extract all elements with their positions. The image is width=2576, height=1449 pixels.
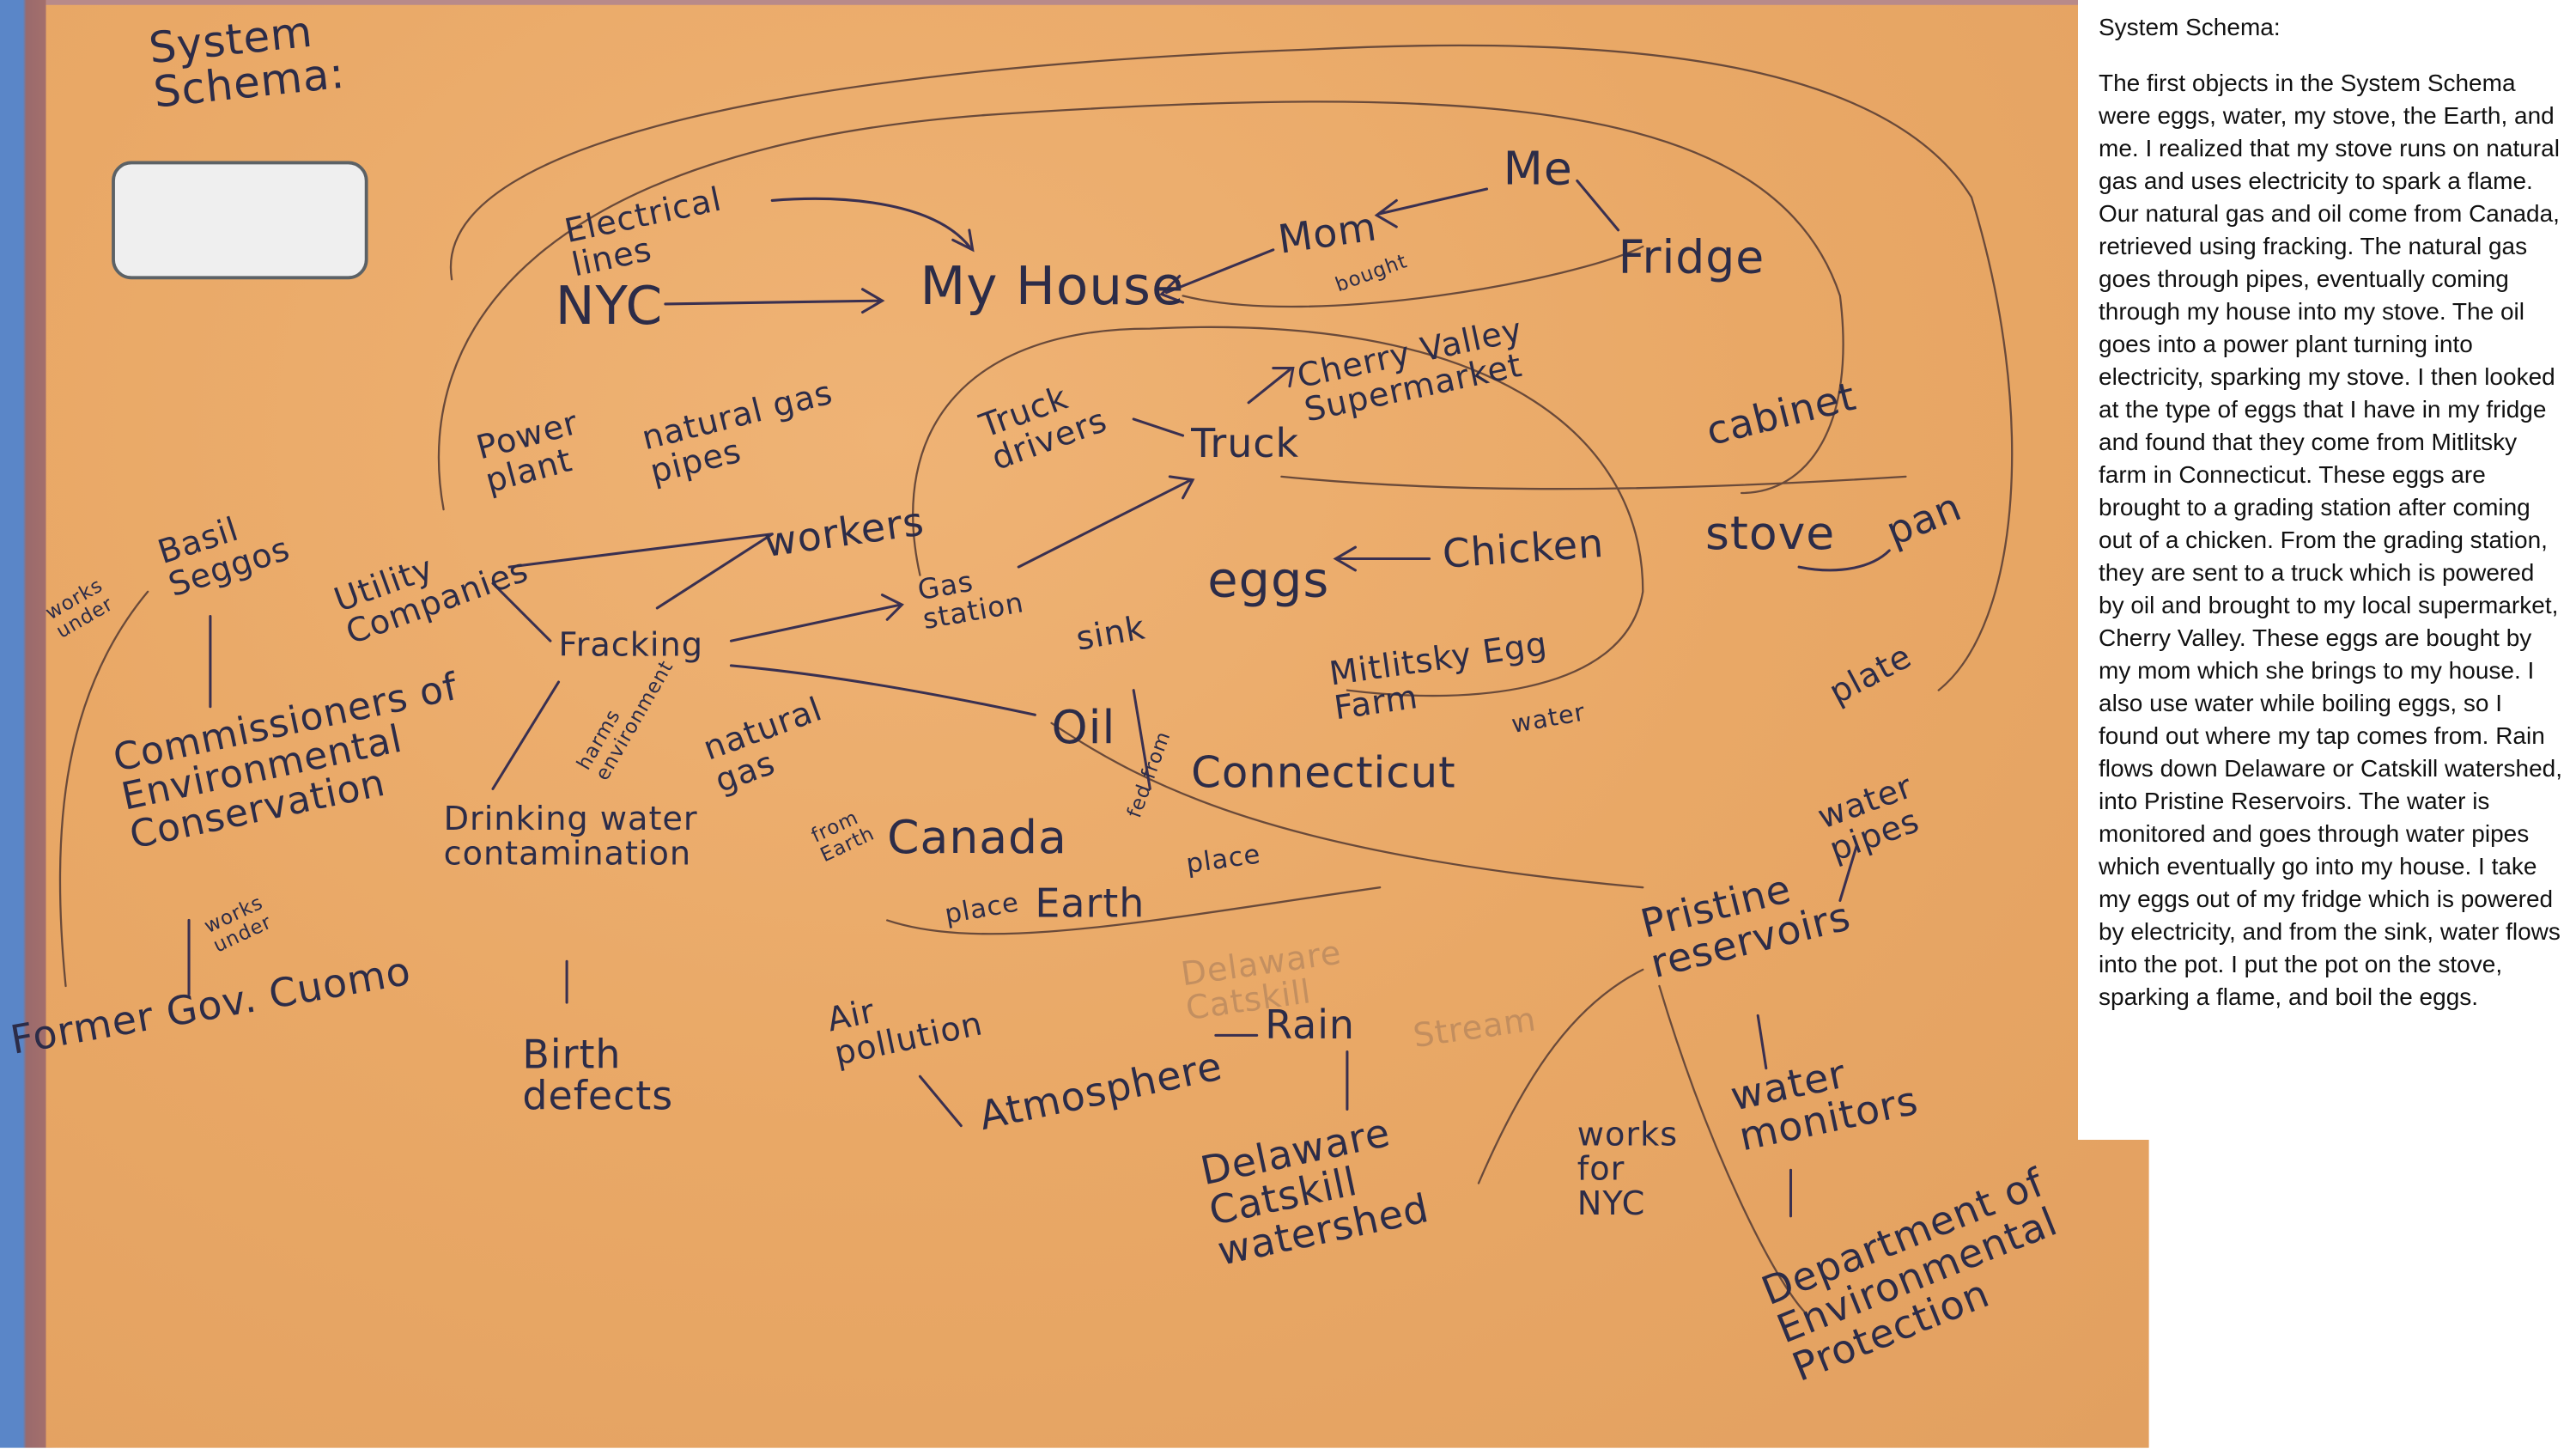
arrow-pipes	[507, 533, 774, 569]
description-panel: System Schema: The first objects in the …	[2078, 0, 2576, 1140]
loop-6	[1050, 721, 1644, 889]
loop-3	[912, 326, 1644, 697]
arrow-fracking-utility	[491, 581, 552, 642]
loop-outer	[449, 44, 2014, 691]
loop-8	[886, 886, 1382, 935]
arrow-fracking-drinking	[491, 680, 561, 790]
node-rain: Rain	[1265, 1002, 1355, 1049]
arrow-stove-pan	[1797, 549, 1891, 572]
loop-9	[1280, 475, 1907, 490]
arrow-fracking-gas	[729, 594, 904, 642]
arrow-nyc-house	[664, 288, 885, 314]
node-canada: Canada	[887, 810, 1067, 865]
arrow-mom-house	[1158, 248, 1275, 304]
node-birth-defects: Birth defects	[522, 1032, 674, 1120]
node-works-for-nyc: works for NYC	[1577, 1114, 1679, 1223]
ink-arrows	[187, 179, 1891, 1218]
arrow-me-mom	[1374, 187, 1489, 228]
node-eggs: eggs	[1207, 551, 1330, 610]
pencil-loops	[58, 44, 2014, 1316]
diagram-arrows	[58, 44, 2014, 1316]
arrow-me-fridge	[1576, 179, 1620, 232]
arrow-truck-drivers	[1132, 417, 1185, 437]
paper-sheet	[46, 0, 2149, 1448]
arrow-truck-cherry	[1247, 367, 1295, 405]
arrow-reservoir-monitor	[1756, 1014, 1768, 1070]
node-oil: Oil	[1051, 700, 1116, 755]
arrow-oil-connecticut	[1132, 689, 1151, 790]
arrow-fracking-workers	[655, 533, 774, 610]
schema-photo: System Schema: Electrical lines NYC My H…	[0, 0, 2149, 1448]
node-connecticut: Connecticut	[1191, 749, 1456, 799]
paper-edge	[46, 0, 2149, 5]
arrow-chicken-eggs	[1333, 545, 1431, 572]
node-my-house: My House	[920, 254, 1185, 318]
loop-7	[1477, 968, 1644, 1184]
node-nyc: NYC	[555, 274, 664, 338]
node-stove: stove	[1705, 506, 1836, 561]
node-truck: Truck	[1191, 420, 1300, 467]
loop-4	[1182, 245, 1644, 308]
loop-10	[1658, 984, 1808, 1316]
loop-2	[437, 100, 1844, 511]
panel-body: The first objects in the System Schema w…	[2099, 70, 2562, 1010]
arrow-reservoir-pipes	[1838, 844, 1858, 903]
loop-5	[58, 590, 149, 988]
arrow-oil-fracking	[729, 664, 1036, 716]
node-drinking-water-contamination: Drinking water contamination	[443, 798, 698, 873]
arrow-gas-truck	[1017, 475, 1195, 569]
arrow-air-atmosphere	[918, 1075, 963, 1128]
redacted-name-box	[112, 161, 368, 280]
node-fracking: Fracking	[558, 624, 703, 664]
node-fridge: Fridge	[1618, 229, 1765, 285]
node-me: Me	[1503, 141, 1573, 196]
arrow-lines-house	[770, 197, 975, 253]
node-earth: Earth	[1035, 880, 1145, 928]
panel-title: System Schema:	[2099, 14, 2281, 40]
